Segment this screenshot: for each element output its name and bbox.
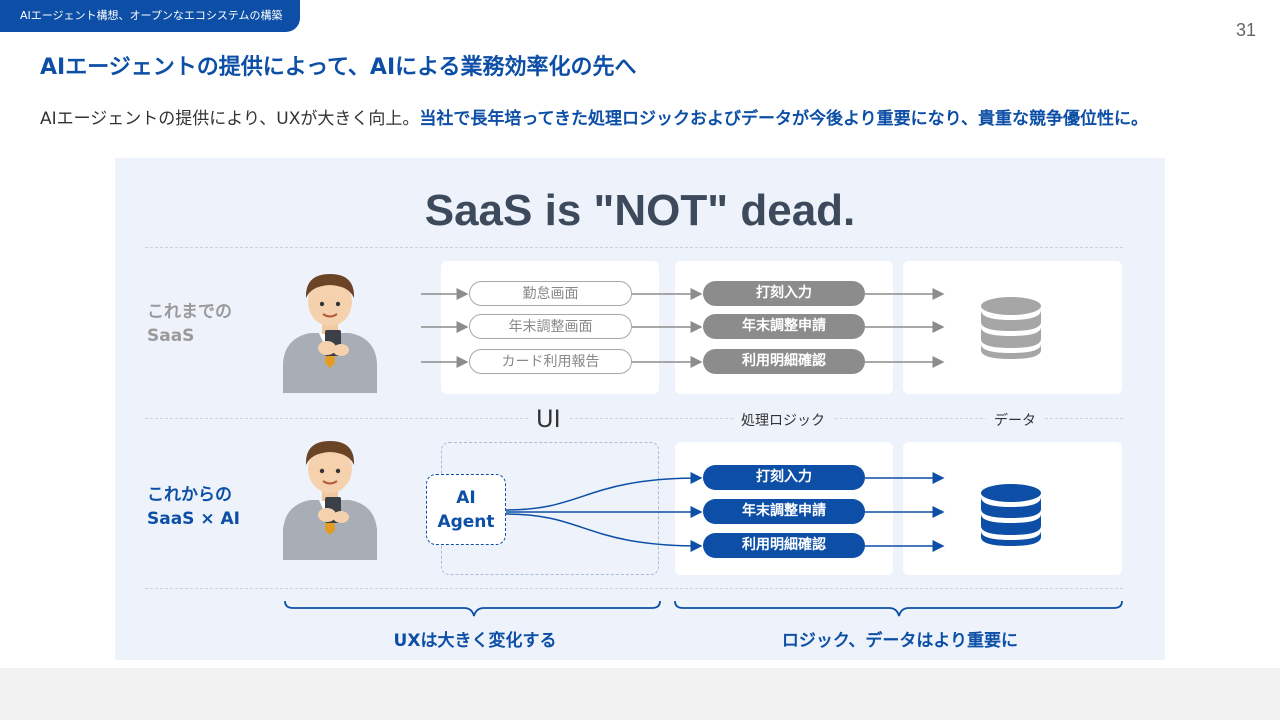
- section-tag: AIエージェント構想、オープンなエコシステムの構築: [0, 0, 300, 32]
- row-label-old-line1: これまでの: [147, 302, 232, 322]
- row-label-new-saas-ai: これからの SaaS × AI: [147, 483, 240, 531]
- brace-label-ux: UXは大きく変化する: [393, 631, 557, 651]
- logic-pill-blue: 打刻入力: [703, 465, 865, 490]
- person-icon: [283, 274, 377, 393]
- logic-pill-blue: 年末調整申請: [703, 499, 865, 524]
- column-label-data: データ: [986, 410, 1044, 430]
- person-icon: [283, 441, 377, 560]
- ui-screen-pill: 年末調整画面: [469, 314, 632, 339]
- database-icon: [981, 297, 1041, 359]
- lead-text: AIエージェントの提供により、UXが大きく向上。当社で長年培ってきた処理ロジック…: [40, 104, 1148, 129]
- diagram-panel: SaaS is "NOT" dead. これまでの SaaS これからの Saa…: [115, 158, 1165, 660]
- ai-agent-line1: AI: [456, 487, 476, 508]
- row-label-new-line2: SaaS × AI: [147, 509, 240, 529]
- divider-top: [145, 247, 1123, 248]
- diagram-headline: SaaS is "NOT" dead.: [424, 186, 856, 235]
- logic-pill-blue: 利用明細確認: [703, 533, 865, 558]
- footer-band: [0, 668, 1280, 720]
- row-label-old-line2: SaaS: [147, 326, 195, 346]
- lead-plain: AIエージェントの提供により、UXが大きく向上。: [40, 109, 420, 129]
- divider-bottom: [145, 588, 1123, 589]
- database-icon: [981, 484, 1041, 546]
- lead-highlight: 当社で長年培ってきた処理ロジックおよびデータが今後より重要になり、貴重な競争優位…: [419, 109, 1148, 129]
- ui-screen-pill: 勤怠画面: [469, 281, 632, 306]
- brace-label-logic-data: ロジック、データはより重要に: [781, 631, 1019, 651]
- divider-middle: [145, 418, 1123, 419]
- logic-pill-gray: 年末調整申請: [703, 314, 865, 339]
- slide-title: AIエージェントの提供によって、AIによる業務効率化の先へ: [40, 55, 637, 80]
- column-label-logic: 処理ロジック: [733, 410, 833, 430]
- page-number: 31: [1235, 20, 1256, 40]
- row-label-old-saas: これまでの SaaS: [147, 300, 232, 348]
- logic-pill-gray: 利用明細確認: [703, 349, 865, 374]
- ai-agent-line2: Agent: [437, 511, 495, 532]
- logic-pill-gray: 打刻入力: [703, 281, 865, 306]
- ai-agent-box: AI Agent: [426, 474, 506, 545]
- connector-lines: [284, 288, 1123, 617]
- row-label-new-line1: これからの: [147, 485, 232, 505]
- column-label-ui: UI: [528, 405, 569, 433]
- ui-screen-pill: カード利用報告: [469, 349, 632, 374]
